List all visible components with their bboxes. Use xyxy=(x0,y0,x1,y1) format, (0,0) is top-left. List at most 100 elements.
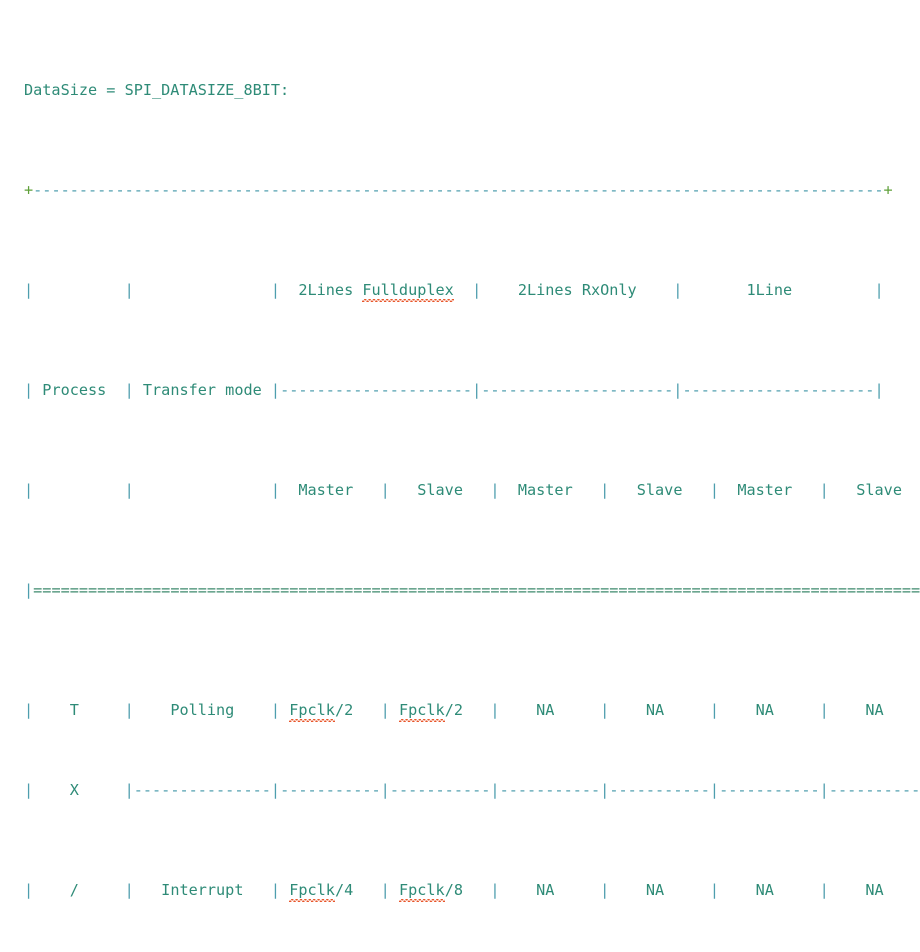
heavy-rule: ============ xyxy=(270,581,381,599)
table-row-separator: | X |---------------|-----------|-------… xyxy=(24,780,920,800)
cell-divider: | xyxy=(24,781,34,799)
cell-divider: | xyxy=(874,381,884,399)
pad xyxy=(280,881,289,899)
cell-divider: | xyxy=(24,481,34,499)
subheader-master-3: Master xyxy=(719,481,820,499)
cell-divider: | xyxy=(490,481,500,499)
value-suffix: /4 xyxy=(334,881,381,899)
table-row: | T | Polling | Fpclk/2 | Fpclk/2 | NA |… xyxy=(24,700,920,722)
blank-cell xyxy=(33,481,124,499)
cell-divider: | xyxy=(380,781,390,799)
transfer-mode-cell: Polling xyxy=(133,701,271,719)
heavy-rule: ================ xyxy=(124,581,271,599)
cell-divider: | xyxy=(709,781,720,799)
cell-divider: | xyxy=(124,781,134,799)
row-rule: ----------- xyxy=(609,781,710,799)
cell-divider: | xyxy=(600,781,610,799)
value-cell: Fpclk xyxy=(398,881,445,902)
heavy-rule: ============ xyxy=(600,581,710,599)
cell-divider: | xyxy=(124,381,134,399)
cell-divider: | xyxy=(819,781,829,799)
cell-divider: | xyxy=(124,281,134,299)
cell-divider: | xyxy=(673,281,683,299)
pad xyxy=(454,281,472,299)
cell-divider: | xyxy=(380,881,390,899)
subheader-slave-3: Slave xyxy=(828,481,920,499)
value-cell: NA xyxy=(609,701,710,719)
cell-divider: | xyxy=(24,881,34,899)
header-group-2lines-rxonly: 2Lines RxOnly xyxy=(481,281,674,299)
cell-divider: | xyxy=(472,381,482,399)
value-cell: NA xyxy=(828,701,920,719)
row-rule: ----------- xyxy=(719,781,820,799)
value-cell: NA xyxy=(499,881,601,899)
header-process-label: Process xyxy=(33,381,125,399)
row-rule: ----------- xyxy=(499,781,601,799)
cell-divider: | xyxy=(270,881,281,899)
header-sub-rule: --------------------- xyxy=(280,381,473,399)
table-row: | / | Interrupt | Fpclk/4 | Fpclk/8 | NA… xyxy=(24,880,920,902)
header-sub-rule: --------------------- xyxy=(481,381,674,399)
header-group-row: | | | 2Lines Fullduplex | 2Lines RxOnly … xyxy=(24,280,920,302)
transfer-mode-cell: Interrupt xyxy=(133,881,271,899)
subheader-master-1: Master xyxy=(280,481,381,499)
table-top-border: +---------------------------------------… xyxy=(24,180,920,200)
cell-divider: | xyxy=(600,701,610,719)
cell-divider: | xyxy=(24,281,34,299)
cell-divider: | xyxy=(270,381,281,399)
cell-divider: | xyxy=(472,281,482,299)
header-transfer-mode-label: Transfer mode xyxy=(133,381,271,399)
heavy-rule: ============ xyxy=(380,581,491,599)
value-suffix: /2 xyxy=(334,701,381,719)
cell-divider: | xyxy=(709,701,720,719)
cell-divider: | xyxy=(24,581,34,599)
cell-divider: | xyxy=(124,481,134,499)
blank-cell xyxy=(134,481,271,499)
value-cell: NA xyxy=(828,881,920,899)
value-cell: Fpclk xyxy=(398,701,445,722)
value-suffix: /2 xyxy=(444,701,491,719)
process-char: T xyxy=(33,701,125,719)
cell-divider: | xyxy=(490,701,500,719)
cell-divider: | xyxy=(24,381,34,399)
heavy-rule: = xyxy=(115,581,125,599)
cell-divider: | xyxy=(270,281,281,299)
cell-divider: | xyxy=(380,481,390,499)
heavy-rule: ============ xyxy=(709,581,820,599)
value-cell: NA xyxy=(499,701,601,719)
cell-divider: | xyxy=(270,781,281,799)
cell-divider: | xyxy=(490,881,500,899)
header-label-row: | Process | Transfer mode |-------------… xyxy=(24,380,920,400)
cell-divider: | xyxy=(124,701,134,719)
cell-divider: | xyxy=(819,701,829,719)
ascii-art-block: DataSize = SPI_DATASIZE_8BIT: +---------… xyxy=(24,0,920,952)
subheader-master-2: Master xyxy=(499,481,601,499)
value-cell: NA xyxy=(719,701,820,719)
value-cell: Fpclk xyxy=(289,701,335,722)
value-cell: NA xyxy=(609,881,710,899)
heavy-rule: ============ xyxy=(490,581,601,599)
border-dash: ----------------------------------------… xyxy=(33,181,884,199)
cell-divider: | xyxy=(874,281,884,299)
cell-divider: | xyxy=(490,781,500,799)
pad xyxy=(390,701,399,719)
cell-divider: | xyxy=(600,481,610,499)
page-title: DataSize = SPI_DATASIZE_8BIT: xyxy=(24,81,290,99)
pad xyxy=(390,881,399,899)
row-rule: ----------- xyxy=(389,781,491,799)
ascii-table-document: DataSize = SPI_DATASIZE_8BIT: +---------… xyxy=(24,81,920,902)
cell-divider: | xyxy=(270,481,281,499)
cell-divider: | xyxy=(124,881,134,899)
heavy-rule: ========= xyxy=(33,581,116,599)
heavy-rule: =========== xyxy=(819,581,920,599)
cell-divider: | xyxy=(24,701,34,719)
header-subcolumn-row: | | | Master | Slave | Master | Slave | … xyxy=(24,480,920,500)
blank-cell xyxy=(134,281,271,299)
cell-divider: | xyxy=(709,881,720,899)
cell-divider: | xyxy=(819,481,829,499)
value-cell: Fpclk xyxy=(289,881,335,902)
value-suffix: /8 xyxy=(444,881,491,899)
header-sub-rule: --------------------- xyxy=(682,381,875,399)
cell-divider: | xyxy=(270,701,281,719)
header-group-2lines-fullduplex: 2Lines xyxy=(280,281,363,299)
